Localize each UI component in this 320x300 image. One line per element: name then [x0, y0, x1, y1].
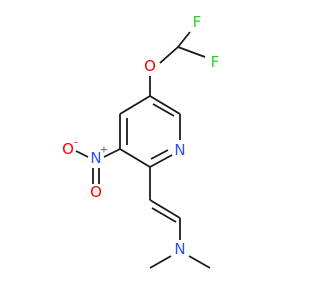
bond-n-methyl2	[188, 255, 211, 269]
bond-ring-c4-c5	[119, 95, 151, 115]
bond-n-methyl1	[149, 255, 172, 269]
atom-f2: F	[211, 53, 220, 71]
bond-c-o-ether	[159, 46, 179, 64]
atom-labels: F F O N N + O - O N	[62, 13, 219, 258]
atom-n-ring: N	[174, 141, 185, 159]
bond-n-o-minus	[75, 150, 89, 158]
bond-ring-n1-c2	[149, 154, 173, 168]
bond-ring-n1-c2-inner	[150, 149, 169, 160]
bond-ring-c5-c6-inner	[152, 103, 175, 117]
bond-ring-c5-c6	[149, 95, 181, 115]
atom-n-nitro: N	[90, 149, 101, 167]
bond-c-f1	[177, 31, 191, 48]
atom-o-ether: O	[144, 57, 156, 75]
nitro-n-charge: +	[100, 145, 108, 156]
atom-o-nitro-minus: O	[62, 140, 74, 158]
bond-vinyl-double-a	[149, 199, 181, 219]
bond-ring-c2-c3	[119, 148, 151, 168]
atom-n-amine: N	[174, 240, 185, 258]
molecule-structure: F F O N N + O - O N	[62, 13, 219, 269]
atom-o-nitro-double: O	[90, 183, 102, 201]
atom-f1: F	[193, 13, 202, 31]
nitro-o-charge: -	[74, 138, 78, 149]
bond-group	[75, 31, 211, 269]
bond-c-f2	[177, 46, 206, 58]
bond-vinyl-double-b	[151, 207, 177, 223]
bond-c3-n-nitro	[103, 148, 121, 158]
